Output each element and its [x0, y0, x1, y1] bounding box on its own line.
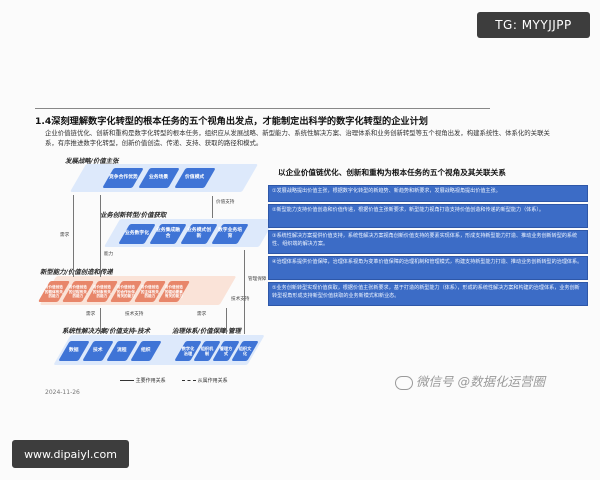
perspective-item-4: ④治理体系提供价值保障，治理体系视角为变革价值保障的治理机制和管理模式，构建支持… — [268, 256, 588, 280]
layer-title-governance: 治理体系/价值保障-管理 — [172, 327, 241, 335]
connector-top-right — [212, 196, 213, 218]
label-tech-support: 技术支持 — [125, 312, 144, 317]
wechat-icon — [395, 375, 413, 390]
watermark: 微信号 @数据化运营圈 — [395, 371, 545, 390]
diagram-date: 2024-11-26 — [45, 389, 80, 396]
title-divider — [35, 108, 490, 109]
legend-sub-line — [182, 380, 196, 381]
top-tag: TG: MYYJJPP — [477, 12, 590, 38]
layer-title-capability: 新型能力/价值创造和传递 — [40, 268, 113, 276]
perspective-item-2: ②新型能力支持价值创造和价值传递，根据价值主张新要求，新型能力视角打造支持价值创… — [268, 204, 588, 228]
label-value-support: 价值支持 — [216, 200, 235, 205]
bottom-url-tag: www.dipaiyl.com — [12, 440, 129, 468]
connector-left-1 — [73, 195, 74, 277]
connector-right-2 — [226, 308, 227, 334]
perspective-item-5: ⑤业务创新转型实现价值获取，根据价值主张新要求，基于打造的新型能力（体系），形成… — [268, 282, 588, 306]
label-tech-support-2: 技术支持 — [231, 297, 250, 302]
layer-title-business: 业务创新转型/价值获取 — [100, 211, 167, 219]
legend-sub: 从属作用关系 — [182, 377, 228, 384]
perspective-item-3: ③系统性解决方案提供价值支持，系统性解决方案视角创新价值支持的要素实现体系，形成… — [268, 230, 588, 254]
connector-bottom-left — [100, 308, 101, 334]
legend-main: 主要作用关系 — [120, 377, 166, 384]
perspective-item-1: ①发展战略提出价值主张，根据数字化转型的新趋势、新趋势和新要求，发展战略视角提出… — [268, 185, 588, 202]
legend-main-line — [120, 380, 134, 381]
label-capability: 能力 — [104, 252, 114, 257]
doc-title: 1.4深刻理解数字化转型的根本任务的五个视角出发点，才能制定出科学的数字化转型的… — [35, 116, 428, 127]
connector-right-1 — [244, 250, 245, 334]
connector-left-2 — [100, 195, 101, 277]
label-need-2: 需求 — [86, 312, 96, 317]
label-gov-support: 管理保障 — [248, 277, 267, 282]
layer-title-solutions: 系统性解决方案/价值支持-技术 — [62, 327, 151, 335]
layer-title-strategy: 发展战略/价值主张 — [65, 157, 119, 165]
right-panel-title: 以企业价值链优化、创新和重构为根本任务的五个视角及其关联关系 — [278, 168, 506, 177]
label-need-3: 需求 — [197, 312, 207, 317]
label-need-1: 需求 — [60, 233, 70, 238]
doc-intro: 企业价值链优化、创新和重构是数字化转型的根本任务，组织应从发展战略、新型能力、系… — [45, 129, 550, 147]
